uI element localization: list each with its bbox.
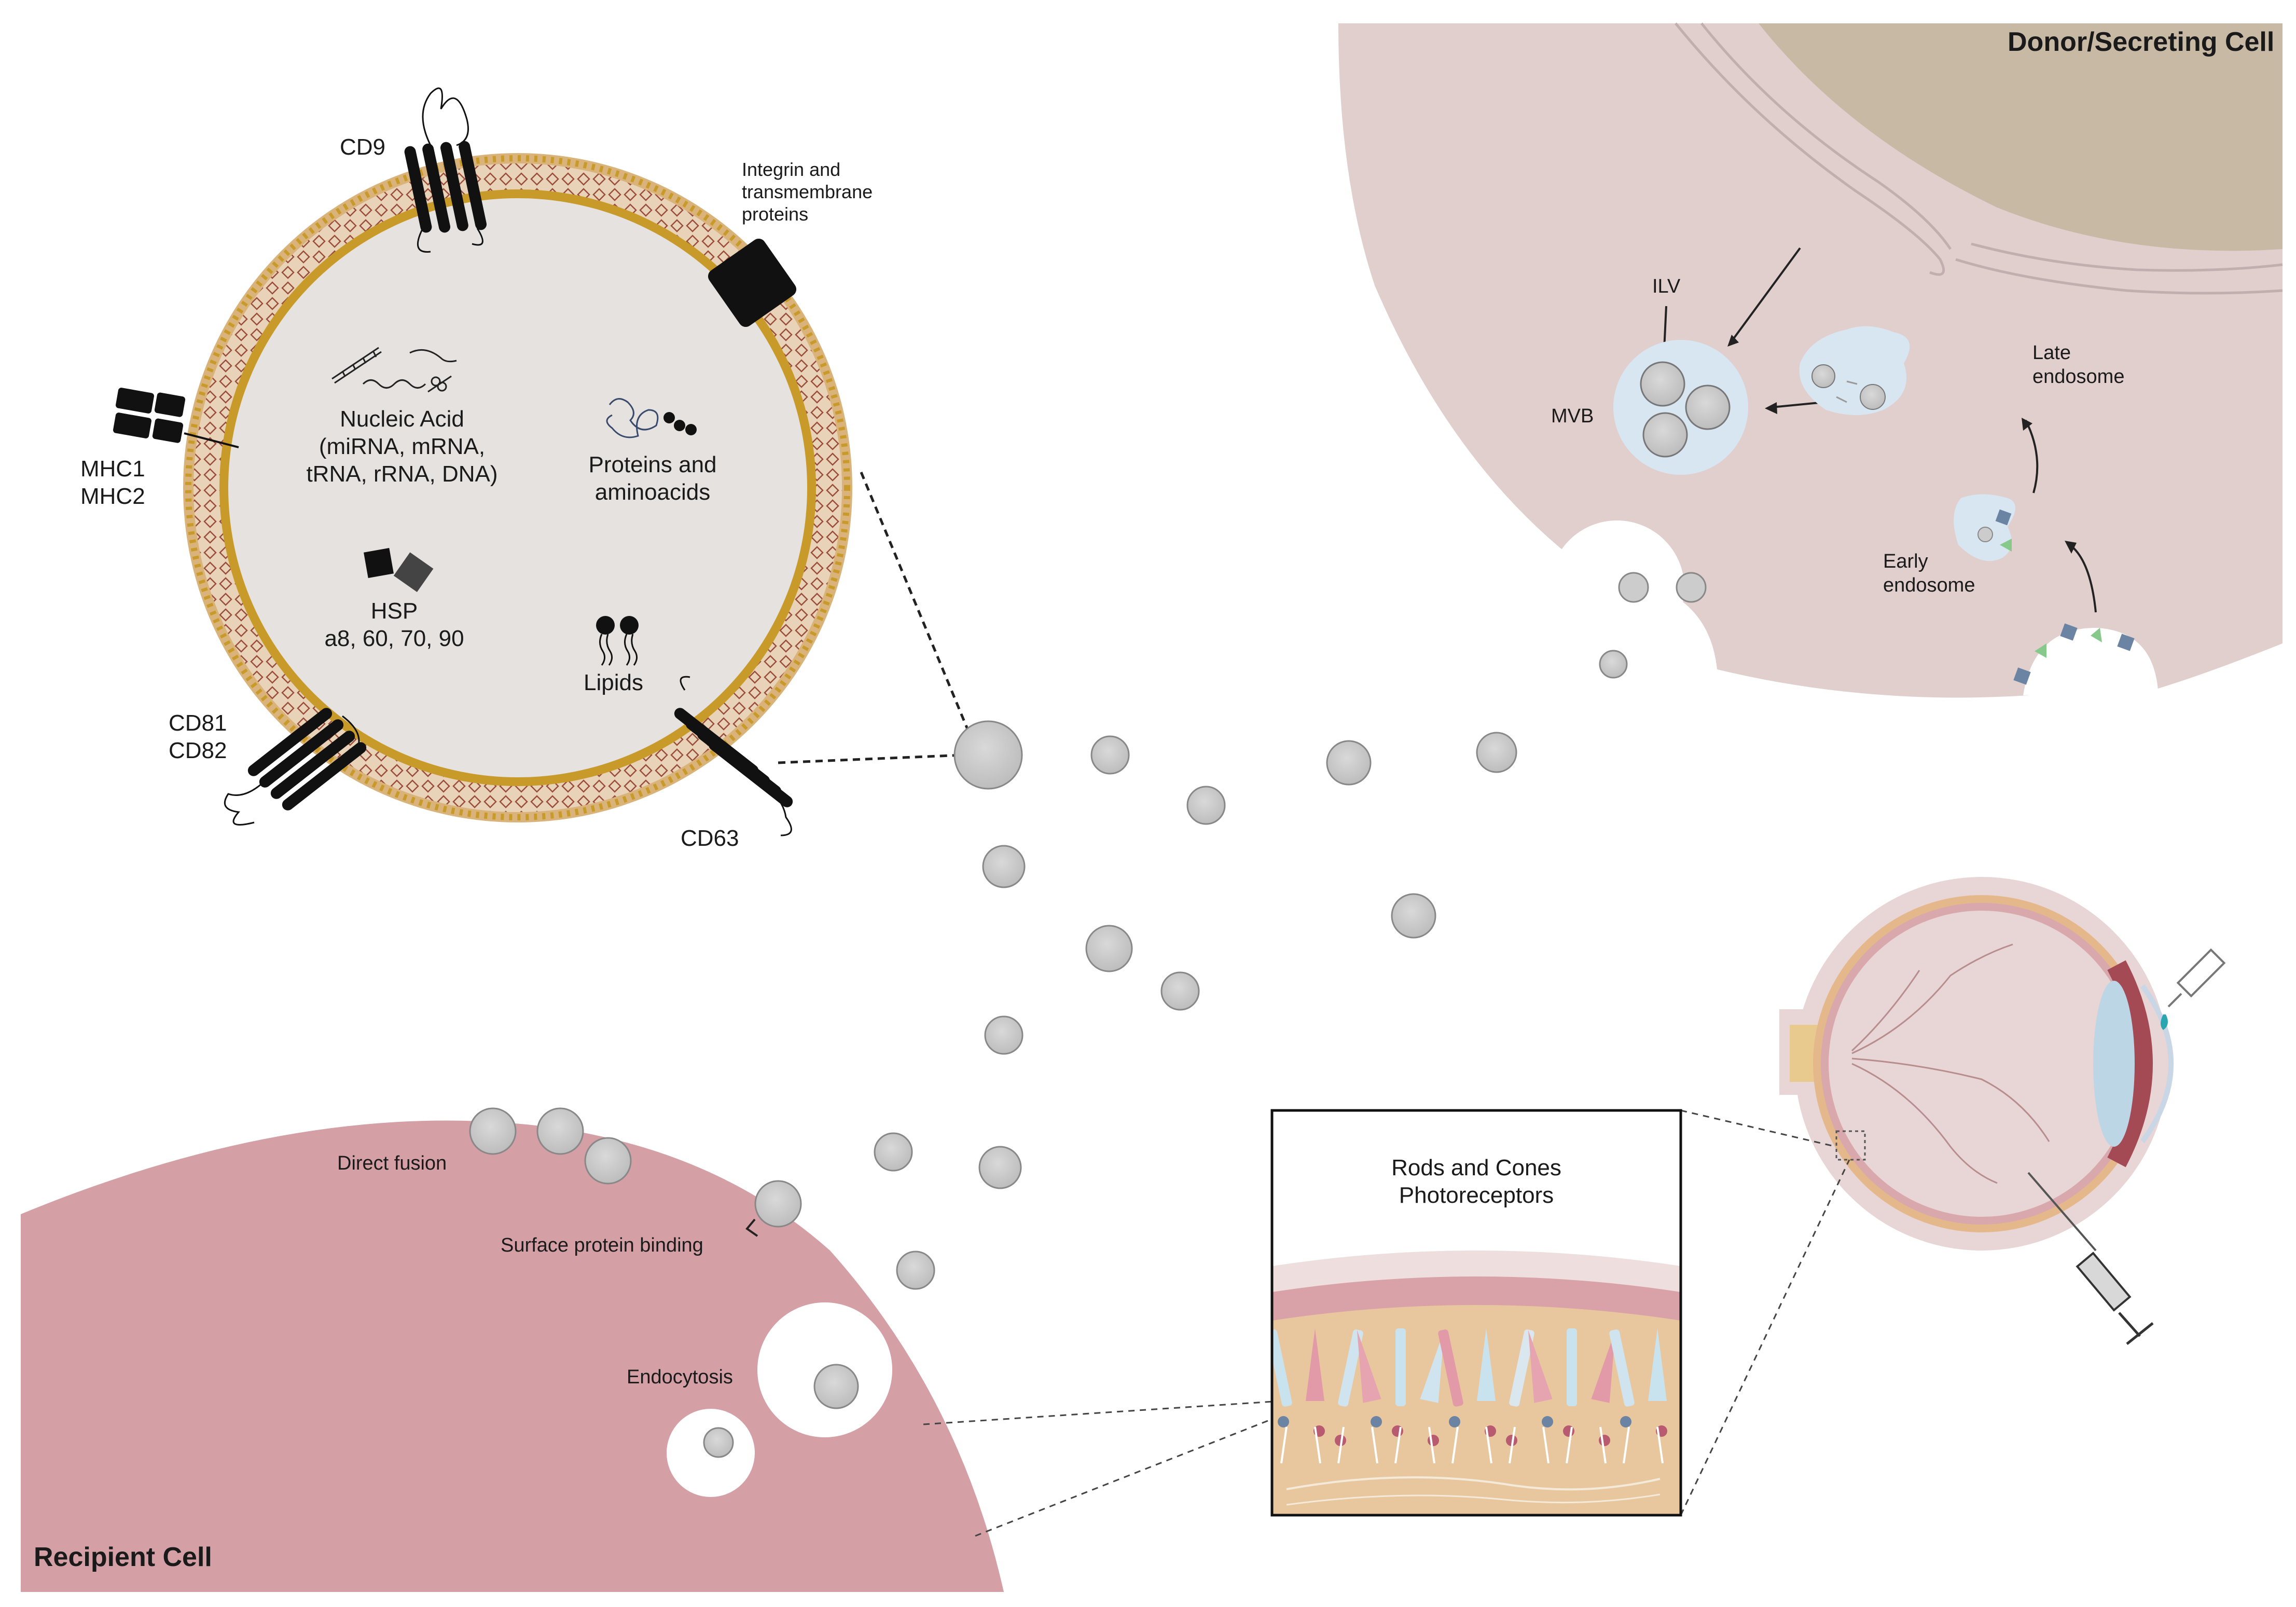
photoreceptor-nucleus	[1506, 1435, 1517, 1446]
cd81-cd82-label: CD81 CD82	[169, 710, 227, 763]
vesicle	[982, 845, 1026, 888]
photoreceptor-axon	[1451, 1426, 1459, 1464]
recipient-cell-label: Recipient Cell	[34, 1542, 212, 1572]
vesicle	[874, 1132, 913, 1172]
photoreceptor-axon	[1280, 1426, 1288, 1464]
vesicle	[1326, 740, 1372, 786]
rod-cell	[1509, 1329, 1534, 1407]
eye-icon	[1779, 877, 2226, 1345]
vesicle	[978, 1146, 1022, 1189]
rod-cell	[1395, 1328, 1406, 1406]
cd9-label: CD9	[340, 134, 386, 160]
rod-cell	[1338, 1329, 1363, 1407]
photoreceptor-nucleus	[1371, 1416, 1382, 1427]
vesicle	[1391, 893, 1436, 939]
lipid-icon	[596, 616, 639, 666]
mhc-label: MHC1 MHC2	[80, 456, 145, 509]
integrin-icon	[708, 238, 797, 327]
photoreceptor-axon	[1566, 1426, 1573, 1464]
photoreceptor-axon	[1337, 1426, 1345, 1464]
direct-fusion-label: Direct fusion	[337, 1152, 447, 1174]
cd81-cd82-icon	[224, 708, 367, 826]
photoreceptor-layer	[1272, 1328, 1667, 1464]
hsp-icon	[364, 548, 434, 592]
photoreceptor-axon	[1371, 1426, 1378, 1464]
hsp-label: HSP a8, 60, 70, 90	[324, 598, 464, 651]
exosome-zoom-source	[953, 720, 1023, 790]
donor-nucleus	[1759, 23, 2283, 251]
donor-cell	[1338, 22, 2283, 698]
photoreceptor-axon	[1542, 1426, 1550, 1464]
surface-binding-label: Surface protein binding	[501, 1234, 703, 1256]
lipids-label: Lipids	[584, 670, 643, 695]
mhc-icon	[113, 388, 239, 448]
cd63-label: CD63	[681, 826, 739, 851]
rods-cones-label: Rods and Cones Photoreceptors	[1391, 1155, 1561, 1208]
donor-cell-label: Donor/Secreting Cell	[2008, 27, 2275, 57]
nucleic-acid-icon	[331, 347, 457, 393]
proteins-label: Proteins and aminoacids	[588, 452, 717, 505]
exosome-structure	[113, 87, 1023, 836]
eye-dropper-icon	[2161, 948, 2226, 1030]
ilv-label: ILV	[1652, 276, 1681, 297]
photoreceptor-nucleus	[1620, 1416, 1631, 1427]
photoreceptor-axon	[1485, 1426, 1492, 1464]
cone-cell	[1306, 1328, 1324, 1401]
rod-cell	[1609, 1329, 1635, 1407]
photoreceptor-axon	[1599, 1426, 1607, 1464]
recipient-cell	[21, 1107, 1004, 1592]
cone-cell	[1591, 1330, 1616, 1403]
cd9-icon	[404, 87, 487, 253]
photoreceptor-nucleus	[1542, 1416, 1553, 1427]
early-endosome-label: Early endosome	[1883, 551, 1975, 596]
cd63-icon	[674, 676, 793, 836]
photoreceptor-axon	[1428, 1426, 1435, 1464]
nucleic-acid-label: Nucleic Acid (miRNA, mRNA, tRNA, rRNA, D…	[306, 406, 498, 487]
late-endosome-label: Late endosome	[2032, 342, 2125, 388]
photoreceptor-nucleus	[1335, 1435, 1346, 1446]
floating-vesicles	[874, 650, 1628, 1290]
mvb-label: MVB	[1551, 405, 1594, 427]
recipient-cytoplasm	[21, 1120, 1004, 1592]
endocytosis-label: Endocytosis	[627, 1366, 733, 1388]
cone-cell	[1357, 1330, 1381, 1403]
photoreceptor-axon	[1656, 1426, 1664, 1464]
retina-inset	[1270, 1109, 1682, 1517]
vesicle	[1599, 650, 1628, 679]
syringe-icon	[2027, 1172, 2154, 1345]
photoreceptor-nucleus	[1278, 1416, 1289, 1427]
vesicle	[1186, 786, 1226, 825]
cone-cell	[1420, 1330, 1445, 1403]
cone-cell	[1528, 1330, 1553, 1403]
surface-cargo	[2013, 623, 2135, 685]
photoreceptor-axon	[1623, 1426, 1630, 1464]
cone-cell	[1648, 1328, 1667, 1401]
photoreceptor-nucleus	[1599, 1435, 1610, 1446]
photoreceptor-nucleus	[1428, 1435, 1439, 1446]
photoreceptor-axon	[1314, 1426, 1321, 1464]
er-membranes	[1675, 22, 2283, 295]
photoreceptor-axon	[1509, 1426, 1516, 1464]
integrin-label: Integrin and transmembrane proteins	[742, 159, 873, 225]
vesicle	[896, 1251, 935, 1290]
vesicle	[984, 1015, 1023, 1055]
rod-cell	[1438, 1329, 1463, 1407]
cone-cell	[1477, 1328, 1496, 1401]
photoreceptor-axon	[1394, 1426, 1402, 1464]
photoreceptor-nucleus	[1449, 1416, 1460, 1427]
rod-cell	[1567, 1328, 1577, 1406]
protein-icon	[606, 398, 697, 438]
vesicle	[1085, 925, 1133, 972]
vesicle	[1160, 971, 1200, 1011]
vesicle	[1090, 735, 1130, 775]
vesicle	[1476, 732, 1517, 773]
